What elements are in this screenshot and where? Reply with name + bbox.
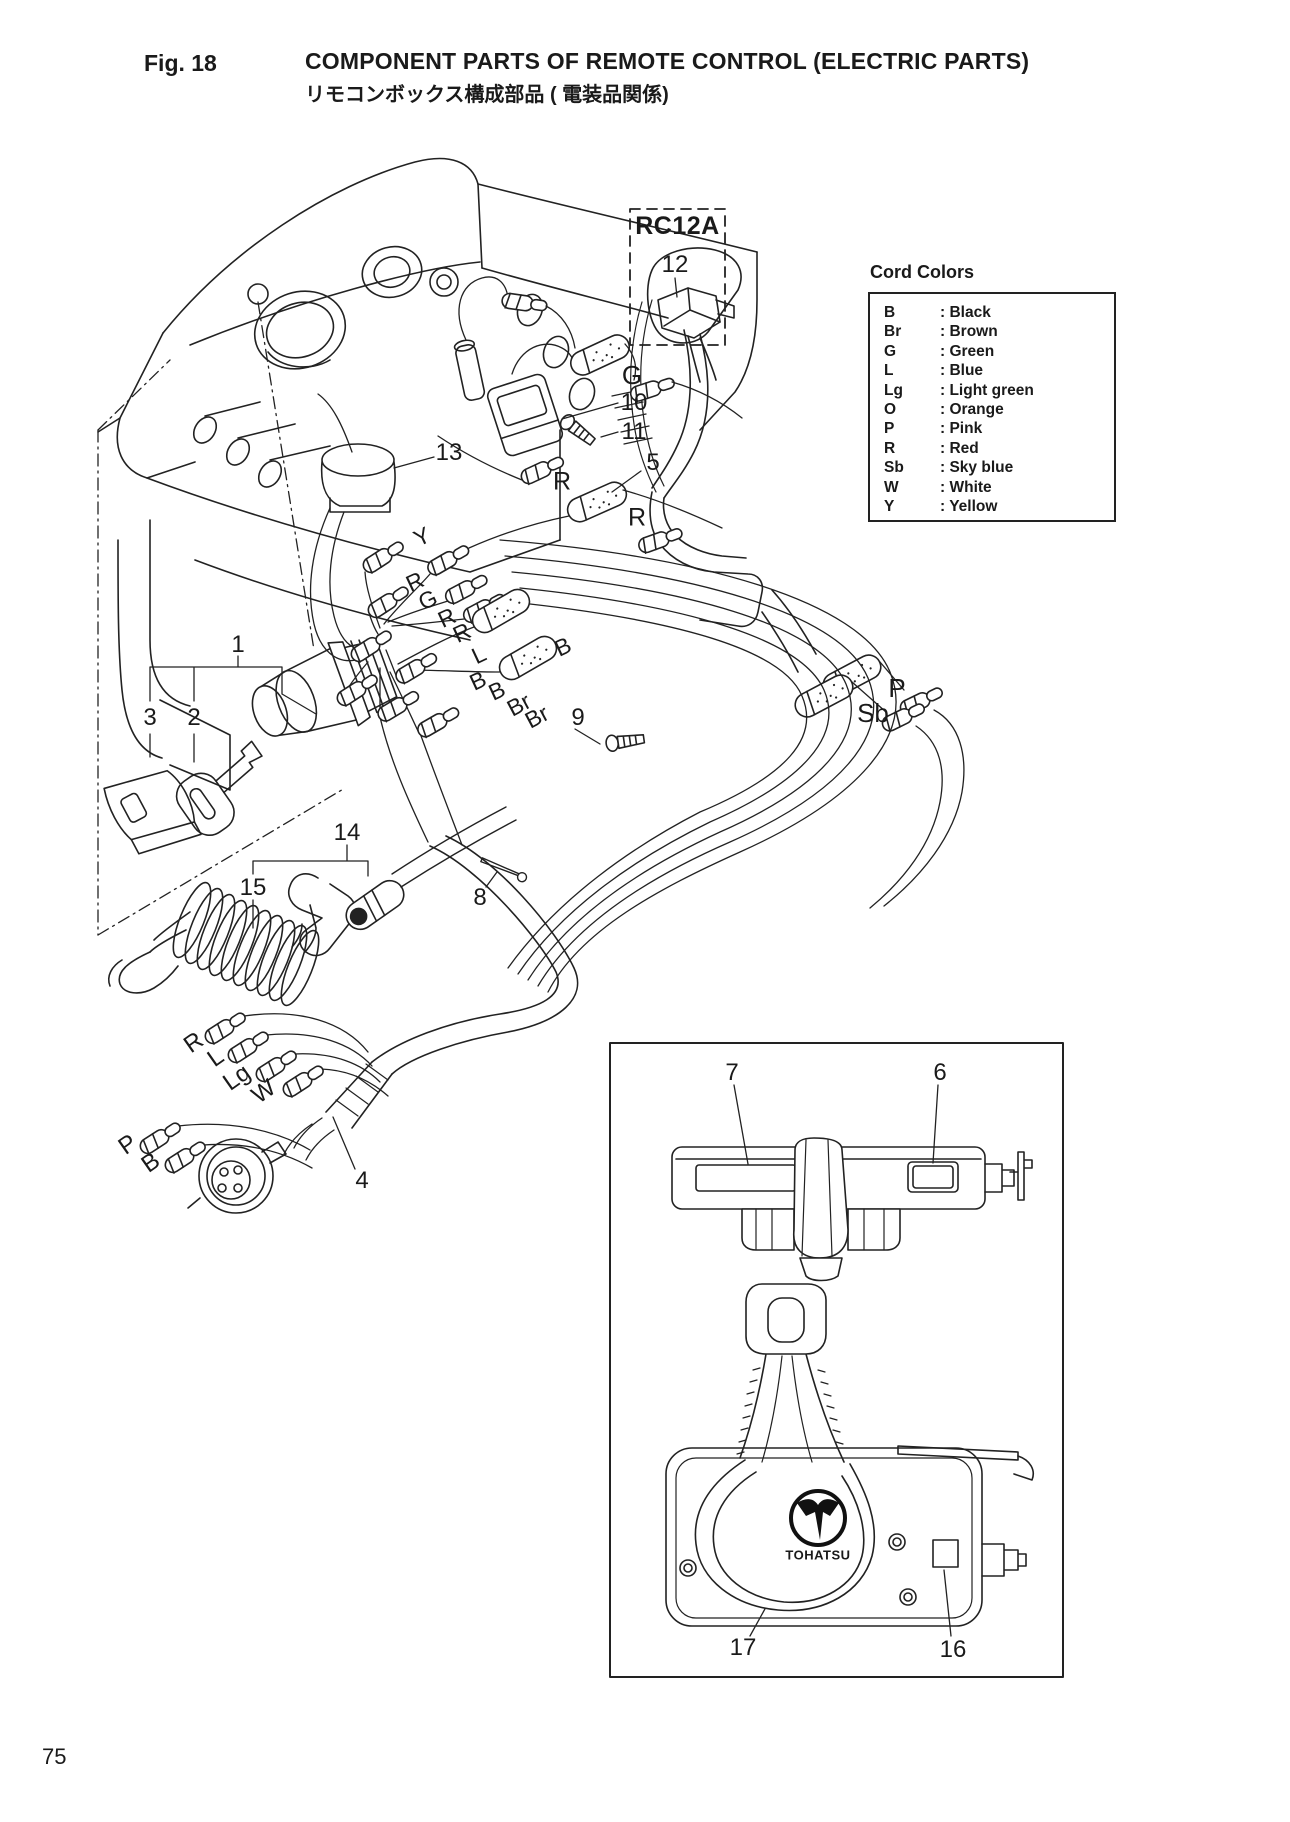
cord-color-name: : Pink	[940, 420, 983, 438]
legend-title: Cord Colors	[870, 262, 975, 282]
page-title: COMPONENT PARTS OF REMOTE CONTROL (ELECT…	[305, 48, 1030, 74]
cord-color-name: : Green	[940, 342, 995, 360]
cord-code: W	[884, 478, 899, 496]
figure-number: Fig. 18	[144, 50, 217, 76]
part-label-10: 10	[620, 389, 648, 416]
legend-row: Lg : Light green	[884, 381, 1110, 400]
cord-color-name: : Red	[940, 439, 979, 457]
remote-side-view-drawing	[665, 1283, 1034, 1627]
screw-9-drawing	[604, 730, 646, 753]
legend-row: Sb : Sky blue	[884, 458, 1110, 477]
lanyard-drawing	[107, 806, 517, 1007]
cord-code: Sb	[884, 459, 904, 477]
cord-color-name: : Light green	[940, 381, 1034, 399]
cord-color-name: : Sky blue	[940, 459, 1014, 477]
legend-row: O : Orange	[884, 400, 1110, 419]
cord-code: O	[884, 401, 897, 419]
cord-color-name: : Yellow	[940, 498, 998, 516]
fuse-5-drawing	[437, 435, 723, 556]
remote-top-view-drawing	[671, 1137, 1033, 1282]
legend-row: W : White	[884, 478, 1110, 497]
legend-row: G : Green	[884, 342, 1110, 361]
wire-fan-drawing	[340, 515, 570, 846]
wire-bundle-drawing	[499, 539, 897, 993]
part-label-11: 11	[621, 418, 647, 445]
wire-label-g: G	[621, 360, 643, 390]
rc12a-dashed-box	[629, 208, 726, 346]
part-label-8: 8	[473, 884, 487, 911]
part-label-15: 15	[239, 874, 267, 901]
cord-code: P	[884, 420, 895, 438]
part-label-1: 1	[231, 631, 245, 658]
inset-box	[609, 1042, 1064, 1678]
cord-code: Br	[884, 323, 902, 341]
part-label-2: 2	[187, 704, 201, 731]
switch-16-target	[932, 1539, 959, 1568]
cord-color-name: : Black	[940, 304, 991, 321]
legend-row: R : Red	[884, 439, 1110, 458]
cord-code: Y	[884, 498, 895, 516]
cord-code: R	[884, 439, 896, 457]
wire-label-r: R	[552, 467, 572, 496]
wire-label-r: R	[627, 503, 647, 532]
harness-drawing	[136, 835, 579, 1214]
legend-row: B : Black	[884, 303, 1110, 322]
cord-code: L	[884, 362, 894, 380]
model-code-label: RC12A	[635, 212, 720, 240]
boot-13-drawing	[309, 393, 396, 662]
page-number: 75	[42, 1744, 67, 1769]
legend-row: Br : Brown	[884, 322, 1110, 341]
cord-color-name: : Blue	[940, 362, 984, 380]
part-label-9: 9	[571, 704, 585, 731]
switch-10-drawing	[453, 276, 743, 457]
part-label-14: 14	[333, 819, 361, 846]
cord-code: B	[884, 304, 896, 321]
cord-color-name: : Brown	[940, 323, 998, 341]
wire-label-sb: Sb	[857, 698, 889, 728]
wire-label-p: P	[888, 673, 906, 703]
part-label-3: 3	[143, 704, 157, 731]
key-2-drawing	[175, 740, 263, 836]
rc12a-cable-drawing	[611, 247, 764, 628]
cord-color-name: : Orange	[940, 401, 1004, 419]
tohatsu-emblem	[789, 1489, 847, 1547]
legend-row: P : Pink	[884, 419, 1110, 438]
part-label-5: 5	[646, 449, 660, 476]
cap-3-drawing	[103, 769, 202, 855]
brand-logo-text: TOHATSU	[785, 1547, 851, 1563]
part-label-7: 7	[725, 1059, 739, 1086]
part-label-13: 13	[435, 439, 463, 466]
part-label-6: 6	[933, 1059, 947, 1086]
cord-code: Lg	[884, 381, 903, 399]
legend-row: L : Blue	[884, 361, 1110, 380]
page-title-japanese: リモコンボックス構成部品 ( 電装品関係)	[305, 84, 669, 106]
legend-row: Y : Yellow	[884, 497, 1110, 516]
part-label-4: 4	[355, 1167, 369, 1194]
part-label-17: 17	[729, 1634, 757, 1661]
construction-lines	[97, 301, 346, 936]
cord-color-name: : White	[940, 478, 992, 496]
part-label-16: 16	[939, 1636, 967, 1663]
dashboard-panel-drawing	[97, 157, 758, 791]
p-sb-connectors-drawing	[761, 589, 965, 909]
cord-code: G	[884, 342, 897, 360]
pin-8-drawing	[478, 855, 529, 884]
part-label-12: 12	[661, 251, 689, 278]
connector-12-drawing	[657, 287, 735, 383]
